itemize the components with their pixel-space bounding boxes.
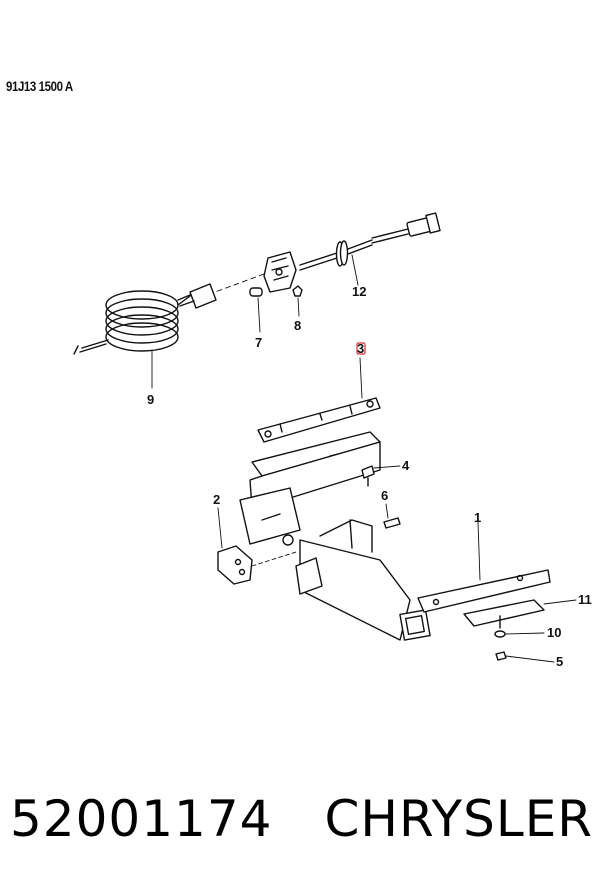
trailer-hitch-diagram: 9 7 8 12 3 4 2 6 1 11 10 5 <box>73 212 592 669</box>
callout-8: 8 <box>294 318 301 333</box>
callout-6: 6 <box>381 488 388 503</box>
callout-11: 11 <box>578 592 592 607</box>
diagram-code: 91J13 1500 A <box>6 78 73 94</box>
hardware <box>361 465 545 661</box>
callout-1: 1 <box>474 510 481 525</box>
leader-lines <box>151 254 577 663</box>
part-caption: 52001174 CHRYSLER <box>10 790 593 848</box>
highlight-box <box>356 342 366 355</box>
callout-4: 4 <box>402 458 410 473</box>
callout-5: 5 <box>556 654 563 669</box>
callout-3: 3 <box>357 341 364 356</box>
pin-and-nut <box>249 285 303 297</box>
callout-9: 9 <box>147 392 154 407</box>
brand-name: CHRYSLER <box>324 790 594 848</box>
wire-coil <box>73 290 191 355</box>
callout-12: 12 <box>352 284 366 299</box>
part-number: 52001174 <box>10 790 273 848</box>
mounting-bracket <box>257 397 381 443</box>
callout-2: 2 <box>213 492 220 507</box>
hitch-receiver <box>217 431 551 641</box>
callout-10: 10 <box>547 625 561 640</box>
callout-7: 7 <box>255 335 262 350</box>
wiring-harness <box>177 212 441 309</box>
